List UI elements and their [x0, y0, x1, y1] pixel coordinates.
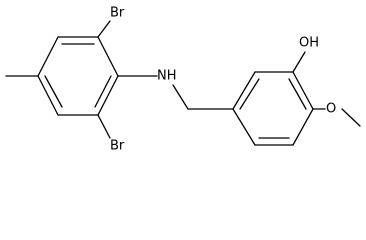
bond: [97, 36, 119, 77]
amine-label: NH: [157, 69, 177, 84]
right-aromatic-ring: [232, 71, 314, 146]
bond-nh-to-ch2: [172, 84, 189, 110]
bond: [292, 108, 314, 146]
double-bond-inner: [94, 75, 112, 108]
double-bond-inner: [288, 78, 307, 110]
left-aromatic-ring: [37, 36, 119, 116]
bond-to-br-top: [97, 20, 111, 38]
bond: [232, 108, 256, 146]
double-bond-inner: [44, 75, 63, 108]
bromine-label-bottom: Br: [110, 139, 125, 154]
bond: [97, 75, 119, 116]
bond: [37, 75, 59, 116]
hydroxyl-label: OH: [299, 36, 319, 51]
bromine-label-top: Br: [110, 6, 125, 21]
bond-to-oh: [292, 51, 306, 73]
oxygen-label: O: [326, 102, 336, 117]
double-bond-inner: [239, 78, 260, 110]
bond: [37, 36, 59, 77]
chemical-structure-diagram: Br Br NH OH O: [5, 6, 361, 154]
bond: [232, 71, 256, 110]
bond-to-br-bottom: [97, 114, 111, 139]
bond-o-to-methyl: [341, 108, 361, 127]
bond: [292, 71, 314, 110]
